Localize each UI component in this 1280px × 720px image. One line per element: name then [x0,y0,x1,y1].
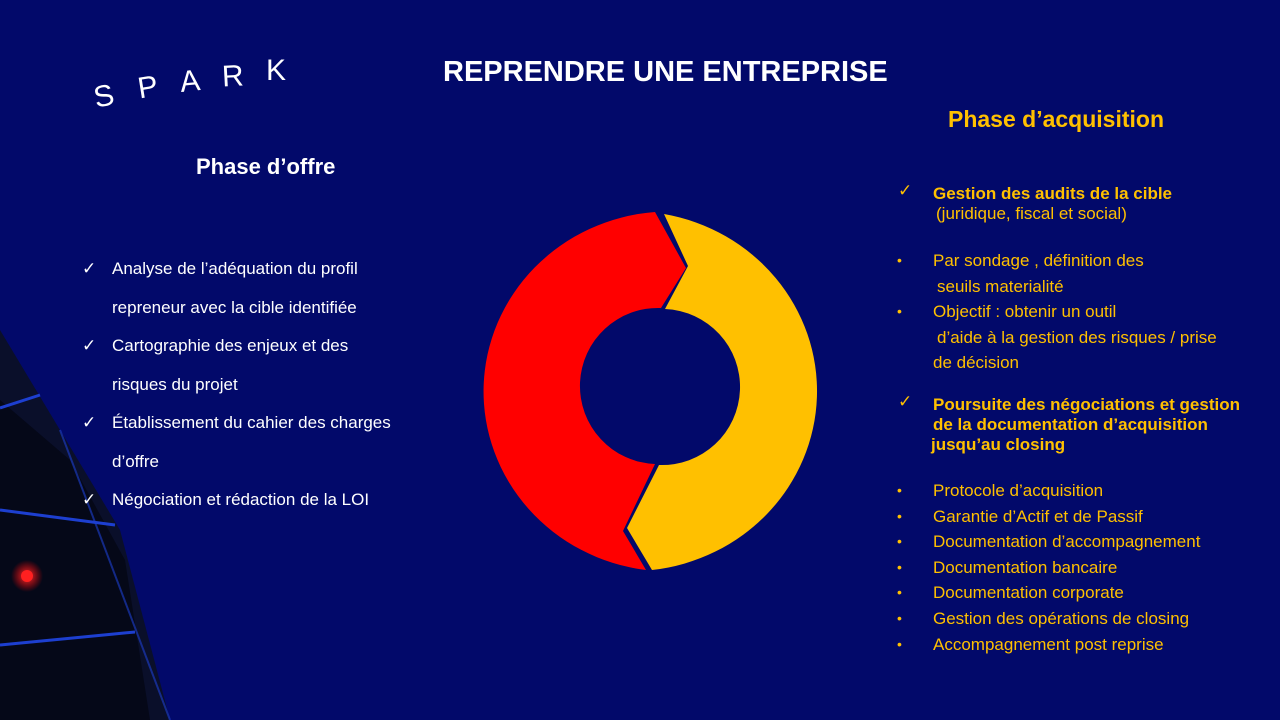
list-item-text: Analyse de l’adéquation du profil [112,259,358,278]
spark-logo: S P A R K [90,54,302,124]
list-item: • Garantie d’Actif et de Passif [896,504,1276,530]
list-item-text: de décision [933,353,1020,373]
check-icon: ✓ [82,336,97,356]
check-icon: ✓ [82,259,97,279]
left-heading: Phase d’offre [196,154,336,179]
list-item-text: Documentation corporate [933,583,1124,603]
logo-letter: P [135,69,161,106]
donut-segment-acquisition [627,214,818,570]
logo-letter: S [90,78,118,115]
list-item-text: Cartographie des enjeux et des [112,336,349,355]
list-item-text: Accompagnement post reprise [933,634,1164,654]
bullet-icon: • [897,482,902,498]
bullet-icon: • [897,584,902,601]
list-item-text: Garantie d’Actif et de Passif [933,506,1143,526]
list-item: • Documentation d’accompagnement [896,529,1276,555]
list-item-text: d’offre [112,451,159,471]
audit-block: ✓ Gestion des audits de la cible (juridi… [896,181,1276,224]
bullet-icon: • [897,252,902,268]
logo-letter: A [178,64,202,99]
bullet-icon: • [897,507,902,524]
bullet-icon: • [897,635,902,652]
logo-letter: K [266,54,287,87]
donut-segment-offre [483,212,686,570]
list-item-text: Négociation et rédaction de la LOI [112,490,370,509]
list-item-text: repreneur avec la cible identifiée [112,297,357,317]
list-item-text: Documentation d’accompagnement [933,532,1201,552]
list-item-text: Documentation bancaire [933,557,1118,577]
negotiation-title: de la documentation d’acquisition [933,415,1208,434]
bullet-icon: • [897,558,902,575]
documentation-bullets: • Protocole d’acquisition • Garantie d’Act… [896,478,1276,657]
audit-bullets: • Par sondage , définition des seuils ma… [896,248,1276,376]
right-heading: Phase d’acquisition [948,106,1164,132]
bullet-icon: • [897,609,902,626]
list-item-text: Établissement du cahier des charges [112,413,391,432]
check-icon: ✓ [82,490,97,510]
audit-subtitle: (juridique, fiscal et social) [936,204,1127,223]
list-item-text: seuils materialité [937,276,1064,296]
list-item-text: Objectif : obtenir un outil [933,302,1117,322]
check-icon: ✓ [898,392,913,412]
background-decoration [0,330,171,720]
list-item: • Accompagnement post reprise [896,632,1276,658]
negotiation-title: jusqu’au closing [931,435,1066,454]
list-item: • Documentation corporate [896,580,1276,606]
negotiation-block: ✓ Poursuite des négociations et gestion … [896,392,1276,455]
list-item: • Documentation bancaire [896,555,1276,581]
list-item-text: risques du projet [112,374,238,394]
list-item: ✓ Établissement du cahier des charges d’… [80,404,440,481]
audit-title: Gestion des audits de la cible [933,184,1173,203]
list-item: • Gestion des opérations de closing [896,606,1276,632]
list-item: ✓ Analyse de l’adéquation du profil repr… [80,250,440,327]
page-title: REPRENDRE UNE ENTREPRISE [443,56,888,88]
list-item-text: Protocole d’acquisition [933,481,1104,500]
cycle-donut-diagram [483,212,818,570]
list-item: ✓ Cartographie des enjeux et des risques… [80,327,440,404]
list-item-text: d’aide à la gestion des risques / prise [937,327,1217,347]
negotiation-title: Poursuite des négociations et gestion [933,395,1240,414]
list-item: ✓ Négociation et rédaction de la LOI [80,481,440,520]
check-icon: ✓ [82,413,97,433]
list-item: • Protocole d’acquisition [896,478,1276,504]
list-item-text: Par sondage , définition des [933,251,1144,270]
list-item: • Par sondage , définition des seuils ma… [896,248,1276,299]
list-item: • Objectif : obtenir un outil d’aide à l… [896,299,1276,376]
bullet-icon: • [897,303,902,320]
bullet-icon: • [897,533,902,550]
list-item-text: Gestion des opérations de closing [933,608,1190,628]
logo-letter: R [221,59,245,94]
left-list: ✓ Analyse de l’adéquation du profil repr… [80,250,440,520]
check-icon: ✓ [898,181,913,201]
